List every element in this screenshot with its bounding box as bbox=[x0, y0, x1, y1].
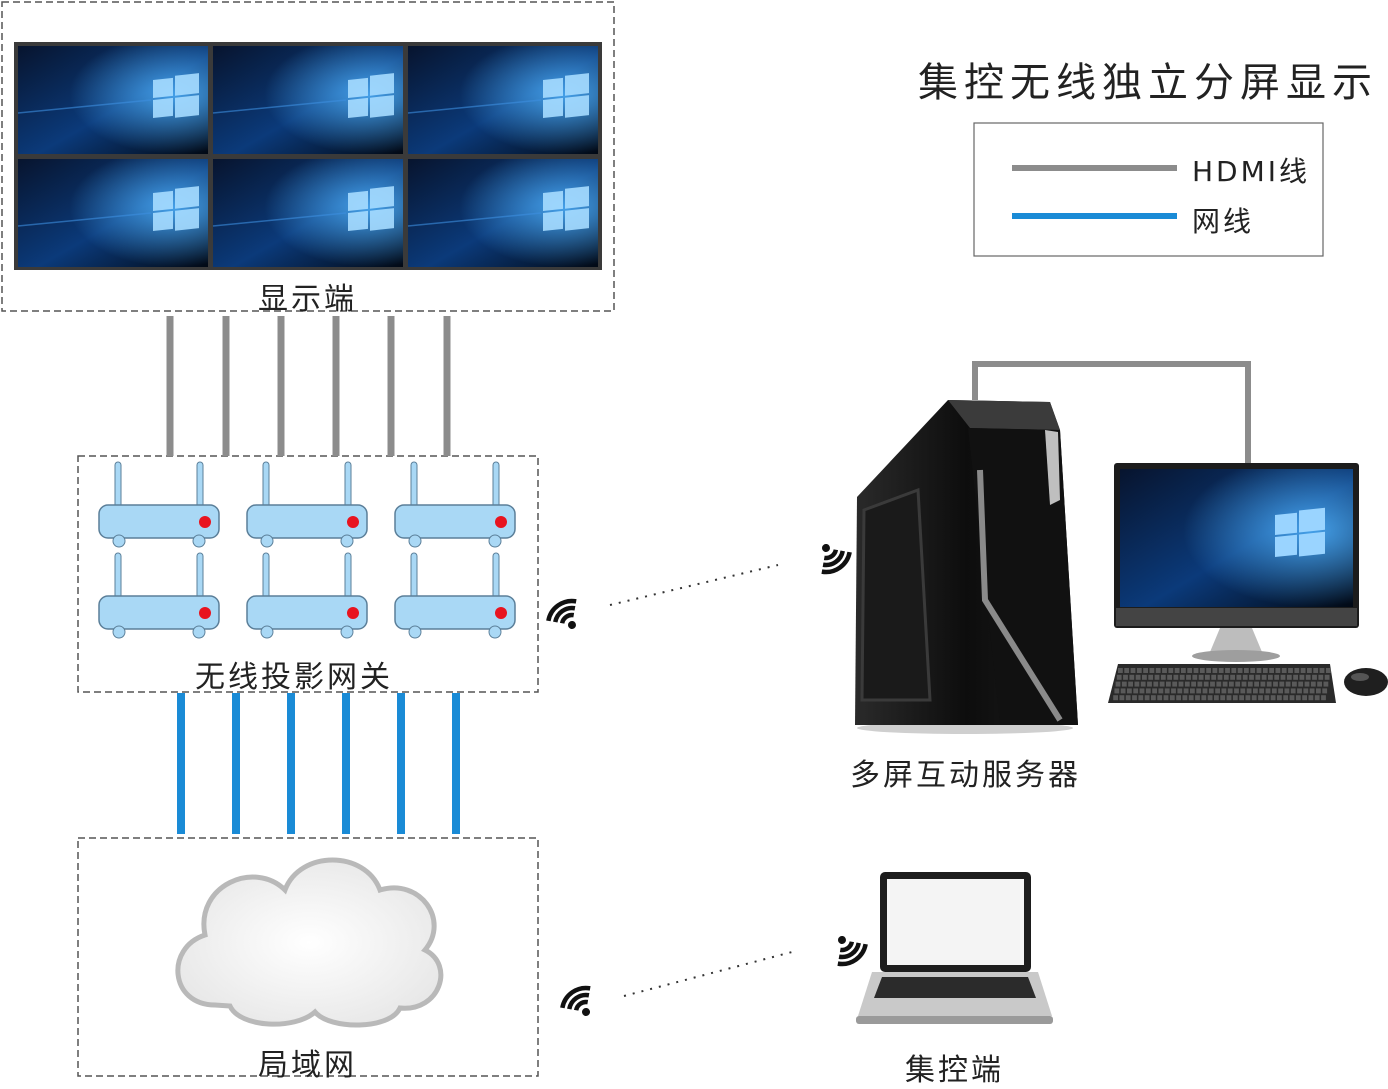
wireless-link-control bbox=[623, 951, 793, 997]
display-group-box bbox=[1, 1, 615, 312]
router-icon bbox=[98, 461, 220, 548]
lan-group-label: 局域网 bbox=[258, 1048, 357, 1083]
wifi-signal-icon bbox=[546, 598, 577, 629]
pc-tower-icon bbox=[855, 400, 1078, 734]
status-led-icon bbox=[495, 607, 507, 619]
status-led-icon bbox=[347, 607, 359, 619]
status-led-icon bbox=[495, 516, 507, 528]
control-label: 集控端 bbox=[905, 1053, 1004, 1088]
windows-logo-icon bbox=[153, 73, 199, 118]
windows-logo-icon bbox=[348, 186, 394, 231]
display-group-label: 显示端 bbox=[258, 282, 357, 317]
display-screen bbox=[17, 159, 208, 267]
wifi-signal-icon bbox=[837, 936, 868, 967]
router-icon bbox=[394, 461, 516, 548]
network-cables bbox=[177, 693, 460, 834]
keyboard-icon bbox=[1108, 664, 1336, 703]
legend-hdmi-label: HDMI线 bbox=[1192, 155, 1311, 188]
diagram-title: 集控无线独立分屏显示 bbox=[918, 60, 1378, 106]
status-led-icon bbox=[347, 516, 359, 528]
mouse-icon bbox=[1344, 668, 1388, 696]
wireless-link-server bbox=[609, 564, 779, 606]
router-icon bbox=[246, 461, 368, 548]
display-screen bbox=[407, 159, 598, 267]
router-icon bbox=[394, 552, 516, 639]
windows-logo-icon bbox=[543, 186, 589, 231]
gateway-group-box bbox=[77, 455, 539, 693]
display-screen bbox=[407, 46, 598, 154]
display-screen bbox=[17, 46, 208, 154]
status-led-icon bbox=[199, 516, 211, 528]
server-label: 多屏互动服务器 bbox=[850, 758, 1081, 793]
hdmi-cable-server bbox=[972, 361, 1251, 463]
router-grid bbox=[98, 461, 516, 639]
legend bbox=[973, 122, 1324, 257]
router-icon bbox=[246, 552, 368, 639]
video-wall bbox=[14, 42, 602, 270]
laptop-icon bbox=[856, 872, 1053, 1024]
status-led-icon bbox=[199, 607, 211, 619]
display-screen bbox=[212, 46, 403, 154]
windows-logo-icon bbox=[153, 186, 199, 231]
legend-network-label: 网线 bbox=[1192, 205, 1255, 238]
router-icon bbox=[98, 552, 220, 639]
hdmi-cables-display bbox=[166, 316, 451, 456]
wifi-signal-icon bbox=[821, 544, 852, 575]
windows-logo-icon bbox=[543, 73, 589, 118]
wifi-signal-icon bbox=[560, 985, 591, 1016]
cloud-icon bbox=[175, 857, 444, 1028]
windows-logo-icon bbox=[348, 73, 394, 118]
gateway-group-label: 无线投影网关 bbox=[195, 660, 393, 695]
lan-group-box bbox=[77, 837, 539, 1077]
display-screen bbox=[212, 159, 403, 267]
monitor-icon bbox=[1114, 463, 1359, 662]
